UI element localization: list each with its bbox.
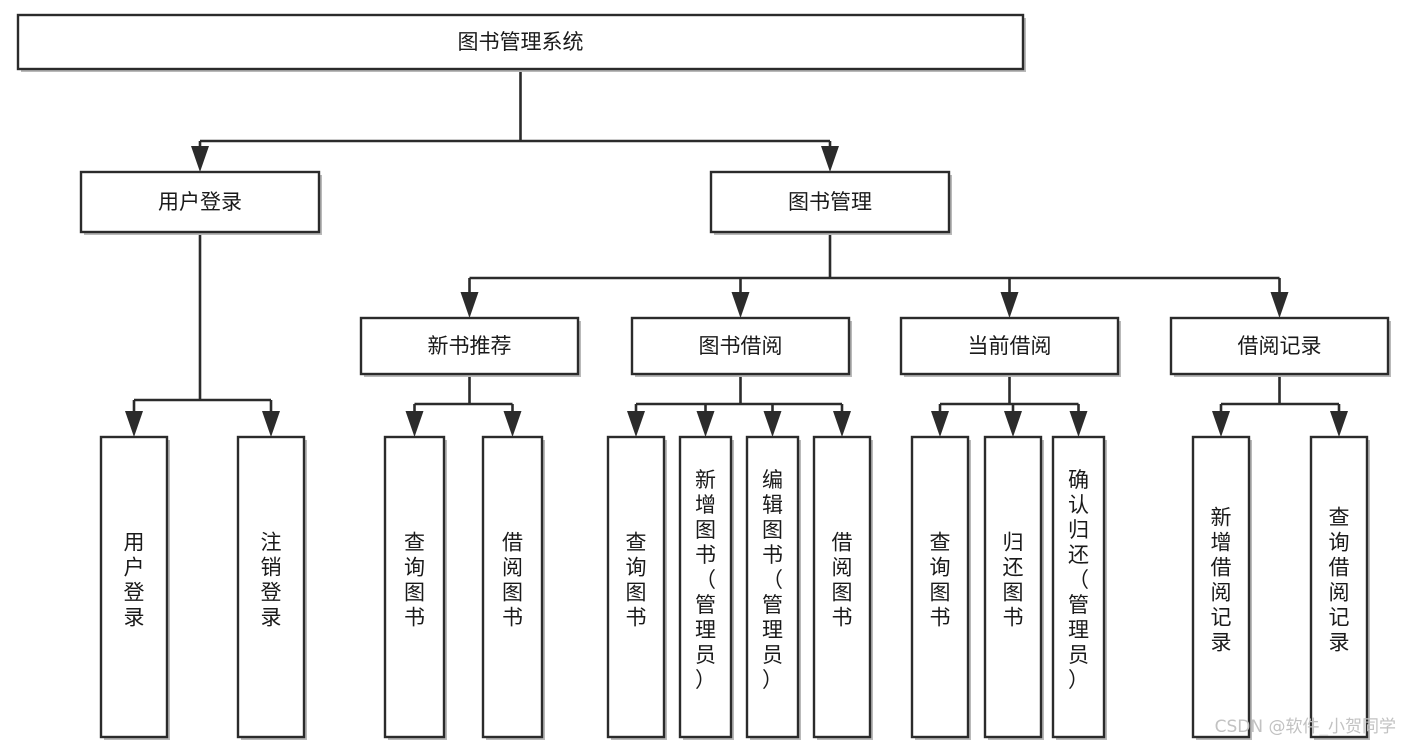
- node-outline: [899, 316, 1120, 376]
- node-book-manage[interactable]: 图书管理: [709, 170, 952, 235]
- connector-arrow-icon: [1270, 292, 1289, 318]
- node-leaf-query-borrow-record[interactable]: 查询借阅记录: [1309, 435, 1370, 740]
- node-outline: [812, 435, 872, 739]
- node-root[interactable]: 图书管理系统: [16, 13, 1026, 72]
- node-label: 注销登录: [261, 531, 282, 630]
- node-borrow-record[interactable]: 借阅记录: [1169, 316, 1391, 377]
- node-current-borrow[interactable]: 当前借阅: [899, 316, 1121, 377]
- node-leaf-borrow-book-2[interactable]: 借阅图书: [812, 435, 873, 740]
- node-outline: [16, 13, 1025, 71]
- node-outline: [99, 435, 169, 739]
- node-label: 查询图书: [404, 531, 425, 630]
- node-outline: [709, 170, 951, 234]
- node-user-login[interactable]: 用户登录: [79, 170, 322, 235]
- node-label: 图书管理: [788, 190, 872, 214]
- node-leaf-query-book-1[interactable]: 查询图书: [383, 435, 447, 740]
- connector-arrow-icon: [503, 411, 522, 437]
- connector-arrow-icon: [1212, 411, 1230, 437]
- node-outline: [1169, 316, 1390, 376]
- connector-arrow-icon: [731, 292, 750, 318]
- csdn-watermark: CSDN @软件_小贺同学: [1215, 717, 1396, 737]
- connector-arrow-icon: [1004, 411, 1022, 437]
- node-book-borrow[interactable]: 图书借阅: [630, 316, 852, 377]
- node-leaf-query-book-2[interactable]: 查询图书: [606, 435, 667, 740]
- connector-arrow-icon: [125, 411, 143, 437]
- connector-arrow-icon: [821, 146, 839, 172]
- node-label: 查询借阅记录: [1329, 506, 1350, 655]
- node-layer: 图书管理系统用户登录图书管理新书推荐图书借阅当前借阅借阅记录用户登录注销登录查询…: [16, 13, 1391, 740]
- node-outline: [678, 435, 733, 739]
- node-outline: [383, 435, 446, 739]
- connector-arrow-icon: [405, 411, 424, 437]
- node-leaf-return-book[interactable]: 归还图书: [983, 435, 1044, 740]
- node-outline: [606, 435, 666, 739]
- node-label: 查询图书: [930, 531, 951, 630]
- node-outline: [745, 435, 800, 739]
- node-leaf-borrow-book-1[interactable]: 借阅图书: [481, 435, 545, 740]
- node-leaf-add-book[interactable]: 新增图书（管理员）: [678, 435, 734, 740]
- node-leaf-user-login[interactable]: 用户登录: [99, 435, 170, 740]
- node-label: 当前借阅: [968, 334, 1052, 358]
- connector-arrow-icon: [696, 411, 715, 437]
- connector-arrow-icon: [931, 411, 949, 437]
- node-label: 借阅记录: [1238, 334, 1322, 358]
- node-leaf-confirm-return[interactable]: 确认归还（管理员）: [1051, 435, 1107, 740]
- node-leaf-add-borrow-record[interactable]: 新增借阅记录: [1191, 435, 1252, 740]
- node-label: 图书借阅: [699, 334, 783, 358]
- node-outline: [1051, 435, 1106, 739]
- connector-arrow-icon: [833, 411, 851, 437]
- node-outline: [983, 435, 1043, 739]
- node-label: 用户登录: [124, 531, 145, 630]
- node-label: 新书推荐: [428, 334, 512, 358]
- node-label: 新增图书（管理员）: [695, 468, 716, 692]
- connector-arrow-icon: [1069, 411, 1088, 437]
- connector-arrow-icon: [627, 411, 645, 437]
- node-outline: [910, 435, 970, 739]
- node-outline: [481, 435, 544, 739]
- node-label: 借阅图书: [502, 531, 523, 630]
- connector-arrow-icon: [262, 411, 280, 437]
- node-outline: [236, 435, 306, 739]
- connector-layer: [125, 69, 1348, 437]
- node-label: 图书管理系统: [458, 30, 584, 54]
- node-label: 确认归还（管理员）: [1068, 468, 1089, 692]
- connector-arrow-icon: [763, 411, 782, 437]
- node-outline: [1309, 435, 1369, 739]
- node-new-book-recommend[interactable]: 新书推荐: [359, 316, 581, 377]
- node-outline: [1191, 435, 1251, 739]
- node-outline: [630, 316, 851, 376]
- node-label: 借阅图书: [832, 531, 853, 630]
- node-label: 编辑图书（管理员）: [762, 468, 783, 692]
- node-label: 用户登录: [158, 190, 242, 214]
- connector-arrow-icon: [460, 292, 479, 318]
- node-leaf-query-book-3[interactable]: 查询图书: [910, 435, 971, 740]
- connector-arrow-icon: [1330, 411, 1348, 437]
- node-leaf-logout-login[interactable]: 注销登录: [236, 435, 307, 740]
- connector-arrow-icon: [1000, 292, 1019, 318]
- node-label: 查询图书: [626, 531, 647, 630]
- node-label: 新增借阅记录: [1211, 506, 1232, 655]
- connector-arrow-icon: [191, 146, 209, 172]
- node-leaf-edit-book[interactable]: 编辑图书（管理员）: [745, 435, 801, 740]
- node-outline: [79, 170, 321, 234]
- node-label: 归还图书: [1003, 531, 1024, 630]
- node-outline: [359, 316, 580, 376]
